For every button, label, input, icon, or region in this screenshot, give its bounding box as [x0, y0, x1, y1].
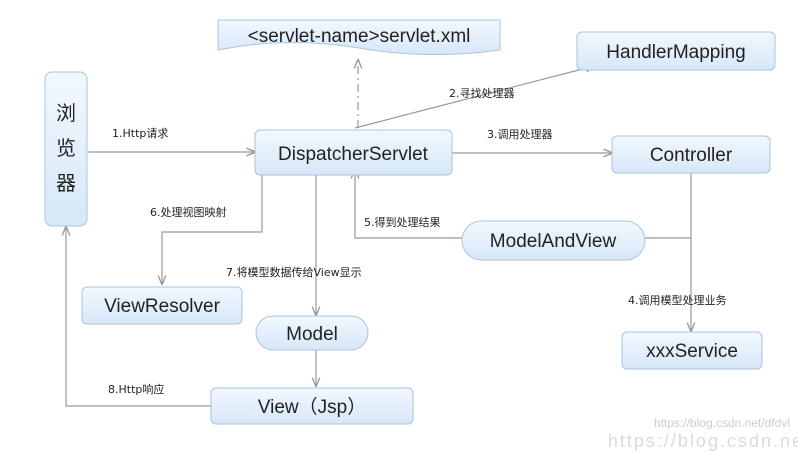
model-node: Model	[255, 315, 369, 351]
handler-mapping-node: HandlerMapping	[576, 31, 776, 71]
browser-label-char-1: 浏	[56, 101, 76, 125]
servlet-xml-label: <servlet-name>servlet.xml	[248, 26, 471, 47]
controller-label: Controller	[650, 145, 733, 166]
xxx-service-label: xxxService	[646, 341, 738, 362]
xxx-service-node: xxxService	[621, 331, 763, 370]
view-jsp-label: View（Jsp）	[258, 396, 366, 418]
dispatcher-servlet-label: DispatcherServlet	[278, 144, 429, 165]
edge-http-response	[66, 227, 211, 407]
edge-get-result	[355, 170, 462, 239]
view-resolver-node: ViewResolver	[81, 286, 243, 325]
browser-label-char-3: 器	[56, 171, 76, 195]
label-view-mapping: 6.处理视图映射	[150, 205, 227, 219]
label-http-response: 8.Http响应	[108, 382, 164, 396]
label-get-result: 5.得到处理结果	[364, 216, 441, 229]
model-label: Model	[286, 324, 338, 345]
label-pass-model-to-view: 7.将模型数据传给View显示	[226, 265, 362, 279]
browser-node: 浏 览 器	[44, 71, 88, 227]
edge-find-handler	[354, 66, 594, 129]
browser-label-char-2: 览	[56, 136, 76, 160]
label-find-handler: 2.寻找处理器	[449, 86, 515, 100]
model-and-view-label: ModelAndView	[490, 231, 617, 252]
edge-view-mapping	[162, 175, 263, 284]
watermark-url-large: https://blog.csdn.net/	[607, 431, 798, 451]
servlet-xml-node: <servlet-name>servlet.xml	[217, 19, 501, 56]
handler-mapping-label: HandlerMapping	[606, 42, 745, 63]
view-jsp-node: View（Jsp）	[210, 387, 414, 425]
label-call-handler: 3.调用处理器	[487, 128, 553, 141]
label-http-request: 1.Http请求	[112, 127, 168, 140]
label-call-model-business: 4.调用模型处理业务	[628, 293, 727, 307]
model-and-view-node: ModelAndView	[461, 220, 646, 261]
dispatcher-servlet-node: DispatcherServlet	[254, 129, 453, 176]
controller-node: Controller	[611, 135, 771, 174]
watermark-url: https://blog.csdn.net/dfdvl	[653, 416, 790, 430]
view-resolver-label: ViewResolver	[104, 296, 220, 317]
